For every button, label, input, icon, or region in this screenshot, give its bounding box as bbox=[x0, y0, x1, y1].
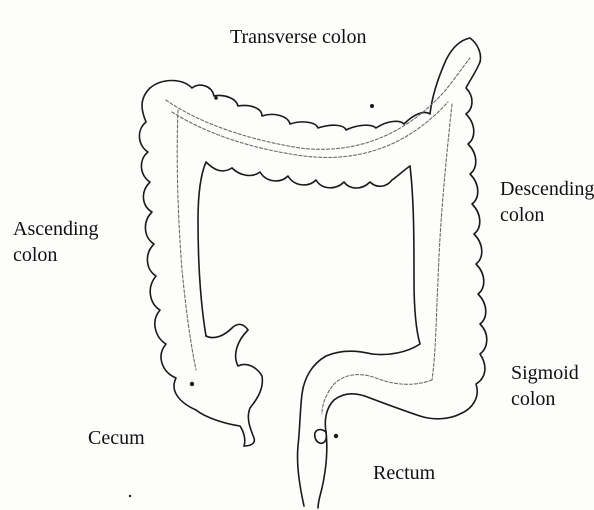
label-sigmoid-colon: Sigmoid colon bbox=[511, 360, 579, 412]
label-descending-colon: Descending colon bbox=[500, 176, 594, 228]
rectum-dot bbox=[334, 434, 338, 438]
transverse-dot bbox=[370, 104, 374, 108]
label-descending-colon-line-1: Descending bbox=[500, 176, 594, 202]
flexure-dot bbox=[214, 96, 218, 100]
cecum-dot bbox=[190, 382, 194, 386]
descending-colon-inner bbox=[372, 166, 420, 355]
label-transverse-colon-line-1: Transverse colon bbox=[230, 24, 366, 50]
label-transverse-colon: Transverse colon bbox=[230, 24, 366, 50]
ascending-colon-inner bbox=[198, 162, 232, 336]
label-rectum: Rectum bbox=[373, 460, 435, 486]
rectum-lobe bbox=[315, 430, 327, 444]
label-cecum: Cecum bbox=[88, 425, 145, 451]
label-cecum-line-1: Cecum bbox=[88, 425, 145, 451]
descending-colon-outer bbox=[420, 62, 487, 419]
label-ascending-colon-line-1: Ascending bbox=[13, 216, 99, 242]
stray-dot bbox=[129, 495, 131, 497]
transverse-colon-inner bbox=[232, 166, 410, 188]
transverse-colon-outer bbox=[150, 38, 481, 130]
label-sigmoid-colon-line-1: Sigmoid bbox=[511, 360, 579, 386]
tenia-descending bbox=[432, 104, 452, 380]
sigmoid-colon-outline bbox=[325, 394, 420, 432]
cecum-outline bbox=[206, 324, 262, 446]
label-descending-colon-line-2: colon bbox=[500, 202, 594, 228]
label-sigmoid-colon-line-2: colon bbox=[511, 386, 579, 412]
tenia-sigmoid bbox=[322, 375, 432, 414]
ascending-colon-outer bbox=[139, 88, 244, 446]
tenia-transverse bbox=[166, 58, 470, 149]
tenia-ascending bbox=[177, 110, 196, 370]
label-ascending-colon: Ascending colon bbox=[13, 216, 99, 268]
label-rectum-line-1: Rectum bbox=[373, 460, 435, 486]
label-ascending-colon-line-2: colon bbox=[13, 242, 99, 268]
